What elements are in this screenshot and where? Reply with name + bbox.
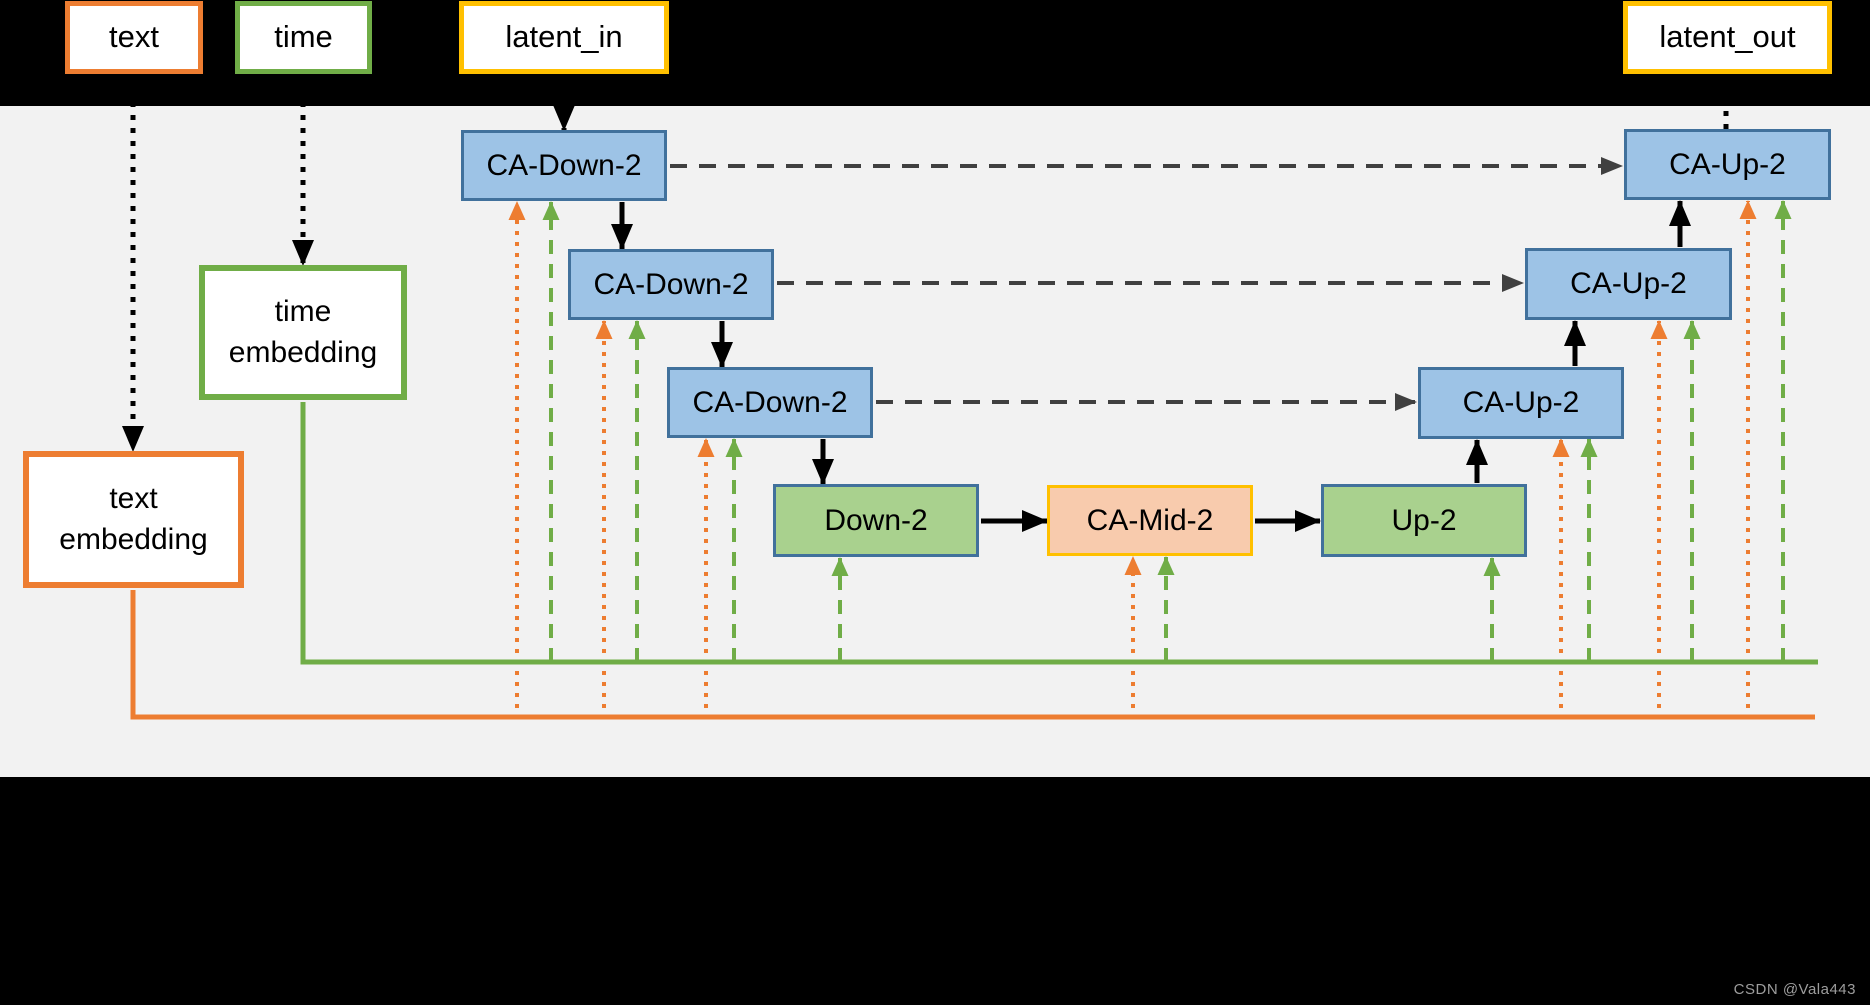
- node-ca-mid-2: CA-Mid-2: [1047, 485, 1253, 556]
- node-latent-out: latent_out: [1623, 1, 1832, 74]
- input-dotted-arrows: [122, 76, 1729, 452]
- node-ca-up-2: CA-Up-2: [1525, 248, 1732, 320]
- node-up-2: Up-2: [1321, 484, 1527, 557]
- node-time: time: [235, 1, 372, 74]
- node-latent-in: latent_in: [459, 1, 669, 74]
- node-ca-down-3: CA-Down-2: [667, 367, 873, 438]
- text-embedding-bus: [130, 590, 1815, 720]
- node-ca-down-1: CA-Down-2: [461, 130, 667, 201]
- node-text-embedding: text embedding: [23, 451, 244, 588]
- node-down-2: Down-2: [773, 484, 979, 557]
- time-conditioning-lines: [300, 200, 1818, 665]
- node-ca-up-3: CA-Up-2: [1418, 367, 1624, 439]
- skip-connections: [670, 157, 1623, 411]
- backbone-arrows: [611, 200, 1691, 532]
- node-text: text: [65, 1, 203, 74]
- text-conditioning-lines: [130, 200, 1815, 720]
- time-embedding-bus: [300, 402, 1818, 665]
- watermark: CSDN @Vala443: [1733, 981, 1856, 998]
- node-ca-up-1: CA-Up-2: [1624, 129, 1831, 200]
- node-ca-down-2: CA-Down-2: [568, 249, 774, 320]
- node-time-embedding: time embedding: [199, 265, 407, 400]
